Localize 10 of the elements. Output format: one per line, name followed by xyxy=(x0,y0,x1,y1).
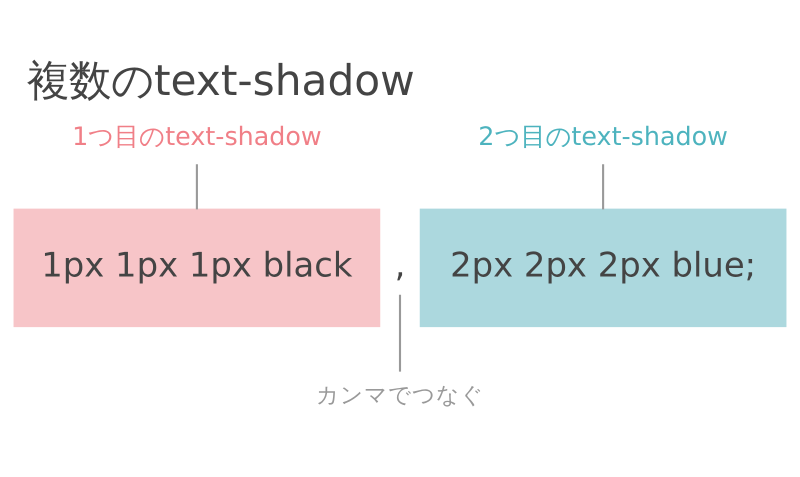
node-box: 1px 1px 1px black xyxy=(14,208,380,327)
node-text: 2つ目のtext-shadow xyxy=(478,120,728,151)
diagram-title: 複数のtext-shadow xyxy=(26,56,415,105)
node-text: , xyxy=(394,245,406,284)
node-box: 2px 2px 2px blue; xyxy=(420,208,786,327)
node-text: カンマでつなぐ xyxy=(316,382,484,408)
connector xyxy=(196,164,198,209)
connector xyxy=(602,164,604,209)
connector xyxy=(398,294,402,372)
node-text: 1つ目のtext-shadow xyxy=(72,120,322,151)
